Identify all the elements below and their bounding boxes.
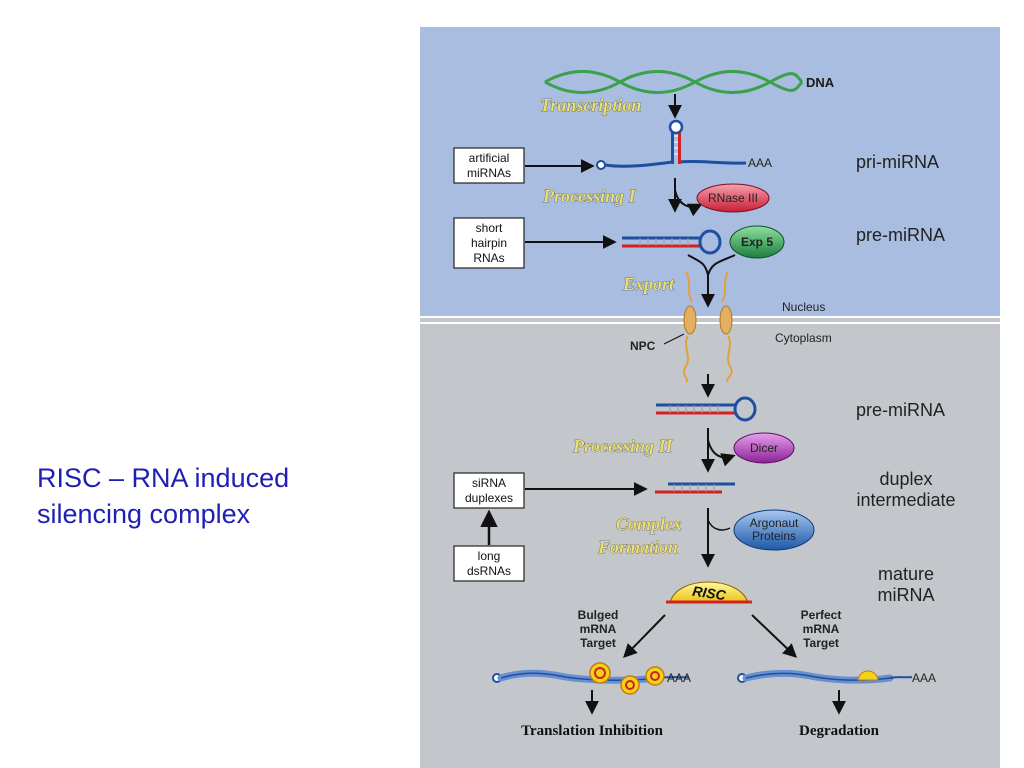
step-processing-1: Processing I <box>542 186 637 206</box>
argonaut-proteins <box>733 509 815 551</box>
svg-text:short: short <box>476 221 503 235</box>
svg-text:duplexes: duplexes <box>465 491 513 505</box>
npc-label: NPC <box>630 339 656 353</box>
poly-a-bulged: AAA <box>667 671 691 685</box>
cytoplasm-region <box>420 318 1000 768</box>
dna-helix <box>544 70 804 94</box>
argonaut-label-2: Proteins <box>752 529 796 543</box>
step-complex-line-2: Formation <box>597 537 678 557</box>
nucleus-label: Nucleus <box>782 300 825 314</box>
arrow-to-perfect <box>751 614 798 658</box>
svg-text:Target: Target <box>803 636 839 650</box>
caption: RISC – RNA induced silencing complex <box>37 460 397 532</box>
risc-complex <box>666 581 752 604</box>
stage-pre-mirna-cyto: pre-miRNA <box>856 400 945 420</box>
box-sirna-duplexes: siRNA duplexes <box>453 472 525 509</box>
stage-duplex-line-1: duplex <box>879 469 932 489</box>
bulged-mrna-target <box>492 662 689 695</box>
risc-label: RISC <box>691 583 727 604</box>
caption-line-1: RISC – RNA induced <box>37 463 290 493</box>
arrow-processing-2-branch <box>707 439 736 467</box>
stage-duplex-line-2: intermediate <box>856 490 955 510</box>
argonaut-label-1: Argonaut <box>750 516 799 530</box>
arrow-processing-1-branch <box>674 189 703 217</box>
box-short-hairpin-rnas: short hairpin RNAs <box>453 217 525 269</box>
bulged-target-label: Bulged mRNA Target <box>578 608 619 650</box>
box-artificial-mirnas: artificial miRNAs <box>453 147 525 184</box>
outcome-degradation: Degradation <box>799 723 880 739</box>
pre-mirna-cyto-molecule <box>656 396 757 422</box>
outcome-translation-inhibition: Translation Inhibition <box>521 723 664 739</box>
step-complex-line-1: Complex <box>616 514 682 534</box>
rnase-iii-enzyme <box>696 183 770 213</box>
exp5-label: Exp 5 <box>741 235 773 249</box>
step-export: Export <box>622 274 675 294</box>
step-transcription: Transcription <box>540 95 641 115</box>
svg-text:mRNA: mRNA <box>580 622 617 636</box>
svg-text:hairpin: hairpin <box>471 236 507 250</box>
perfect-mrna-target <box>737 669 913 684</box>
arrow-complex-branch <box>707 519 731 531</box>
svg-text:Bulged: Bulged <box>578 608 619 622</box>
exp5-protein <box>729 225 785 259</box>
poly-a-pri: AAA <box>748 156 772 170</box>
pri-mirna-molecule <box>596 119 747 170</box>
step-processing-2: Processing II <box>572 436 674 456</box>
perfect-target-label: Perfect mRNA Target <box>801 608 842 650</box>
rnase-iii-label: RNase III <box>708 191 758 205</box>
dicer-label: Dicer <box>750 441 778 455</box>
svg-text:Perfect: Perfect <box>801 608 842 622</box>
dna-label: DNA <box>806 75 835 90</box>
svg-text:mRNA: mRNA <box>803 622 840 636</box>
svg-text:Target: Target <box>580 636 616 650</box>
svg-text:RNAs: RNAs <box>473 251 504 265</box>
nuclear-pore-complex <box>683 271 733 383</box>
stage-mature-line-1: mature <box>878 564 934 584</box>
duplex-molecule <box>655 482 735 494</box>
stage-mature-line-2: miRNA <box>878 585 935 605</box>
stage-pri-mirna: pri-miRNA <box>856 152 939 172</box>
svg-text:artificial: artificial <box>469 151 510 165</box>
poly-a-perfect: AAA <box>912 671 936 685</box>
svg-text:long: long <box>478 549 501 563</box>
svg-text:dsRNAs: dsRNAs <box>467 564 511 578</box>
dicer-enzyme <box>733 432 795 464</box>
stage-pre-mirna-nucleus: pre-miRNA <box>856 225 945 245</box>
arrow-to-bulged <box>623 614 666 659</box>
export-connector <box>687 254 736 276</box>
box-long-dsrnas: long dsRNAs <box>453 545 525 582</box>
svg-text:siRNA: siRNA <box>472 476 506 490</box>
cytoplasm-label: Cytoplasm <box>775 331 832 345</box>
caption-line-2: silencing complex <box>37 499 251 529</box>
svg-text:miRNAs: miRNAs <box>467 166 511 180</box>
npc-pointer <box>663 333 685 345</box>
pre-mirna-nucleus-molecule <box>622 229 722 255</box>
